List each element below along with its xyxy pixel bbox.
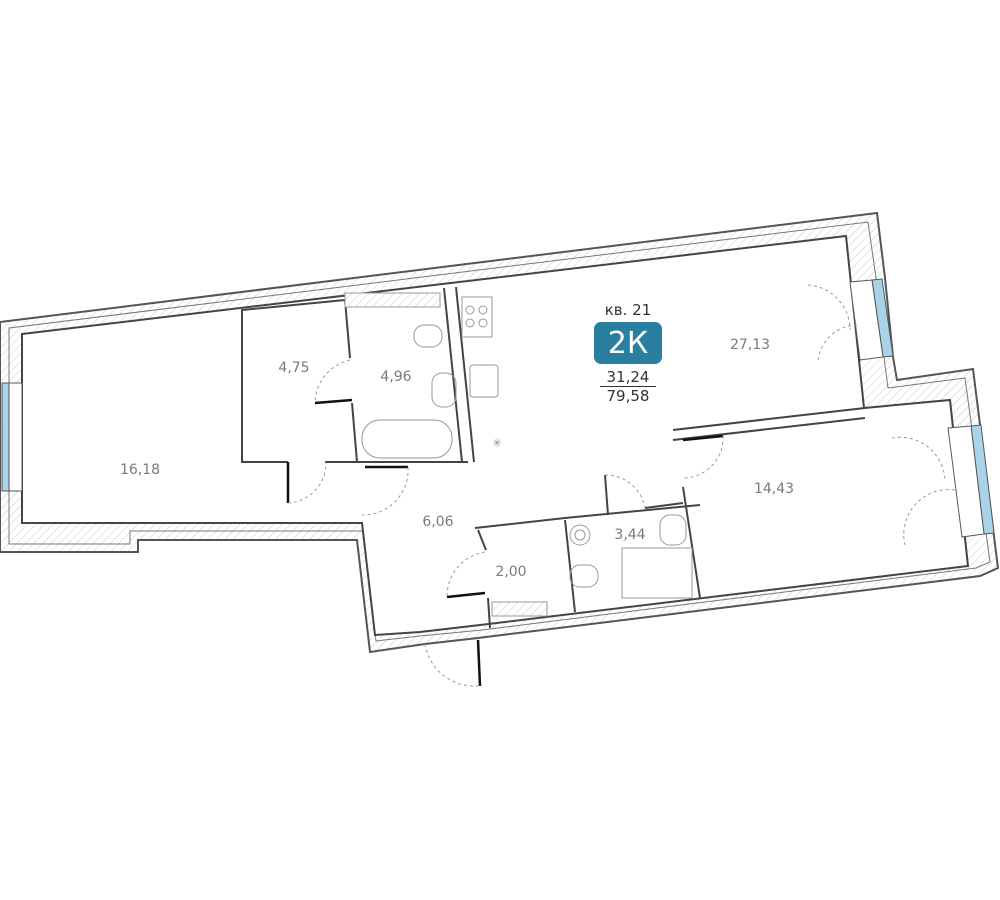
shaft-2 <box>491 601 548 617</box>
door-leaves <box>286 398 724 687</box>
shower-tray <box>621 547 693 599</box>
room-area-4-96: 4,96 <box>380 369 412 385</box>
fixtures: ✳ <box>344 292 693 617</box>
windows <box>1 278 995 538</box>
total-area: 79,58 <box>606 387 650 405</box>
interior-walls <box>241 286 866 629</box>
boiler <box>569 524 591 546</box>
apartment-area: 31,24 79,58 <box>600 368 656 405</box>
room-area-2-00: 2,00 <box>495 564 527 580</box>
stove-burner <box>465 305 475 315</box>
toilet <box>413 324 443 348</box>
room-area-4-75: 4,75 <box>278 360 310 376</box>
room-area-16-18: 16,18 <box>119 462 161 478</box>
apartment-number: кв. 21 <box>604 301 652 319</box>
door-swings <box>287 284 956 687</box>
svg-text:✳: ✳ <box>492 436 502 450</box>
room-area-6-06: 6,06 <box>422 514 454 530</box>
sink <box>431 372 457 408</box>
bathtub <box>361 419 453 459</box>
kitchen-sink <box>469 364 499 398</box>
room-area-14-43: 14,43 <box>753 481 795 497</box>
outer-walls <box>0 211 1000 654</box>
living-area: 31,24 <box>600 368 656 387</box>
wc-sink <box>659 514 687 546</box>
wc-toilet <box>569 564 599 588</box>
room-area-3-44: 3,44 <box>614 527 646 543</box>
apartment-type-badge: 2К <box>594 322 662 364</box>
shaft <box>344 292 441 308</box>
room-area-27-13: 27,13 <box>729 337 771 353</box>
